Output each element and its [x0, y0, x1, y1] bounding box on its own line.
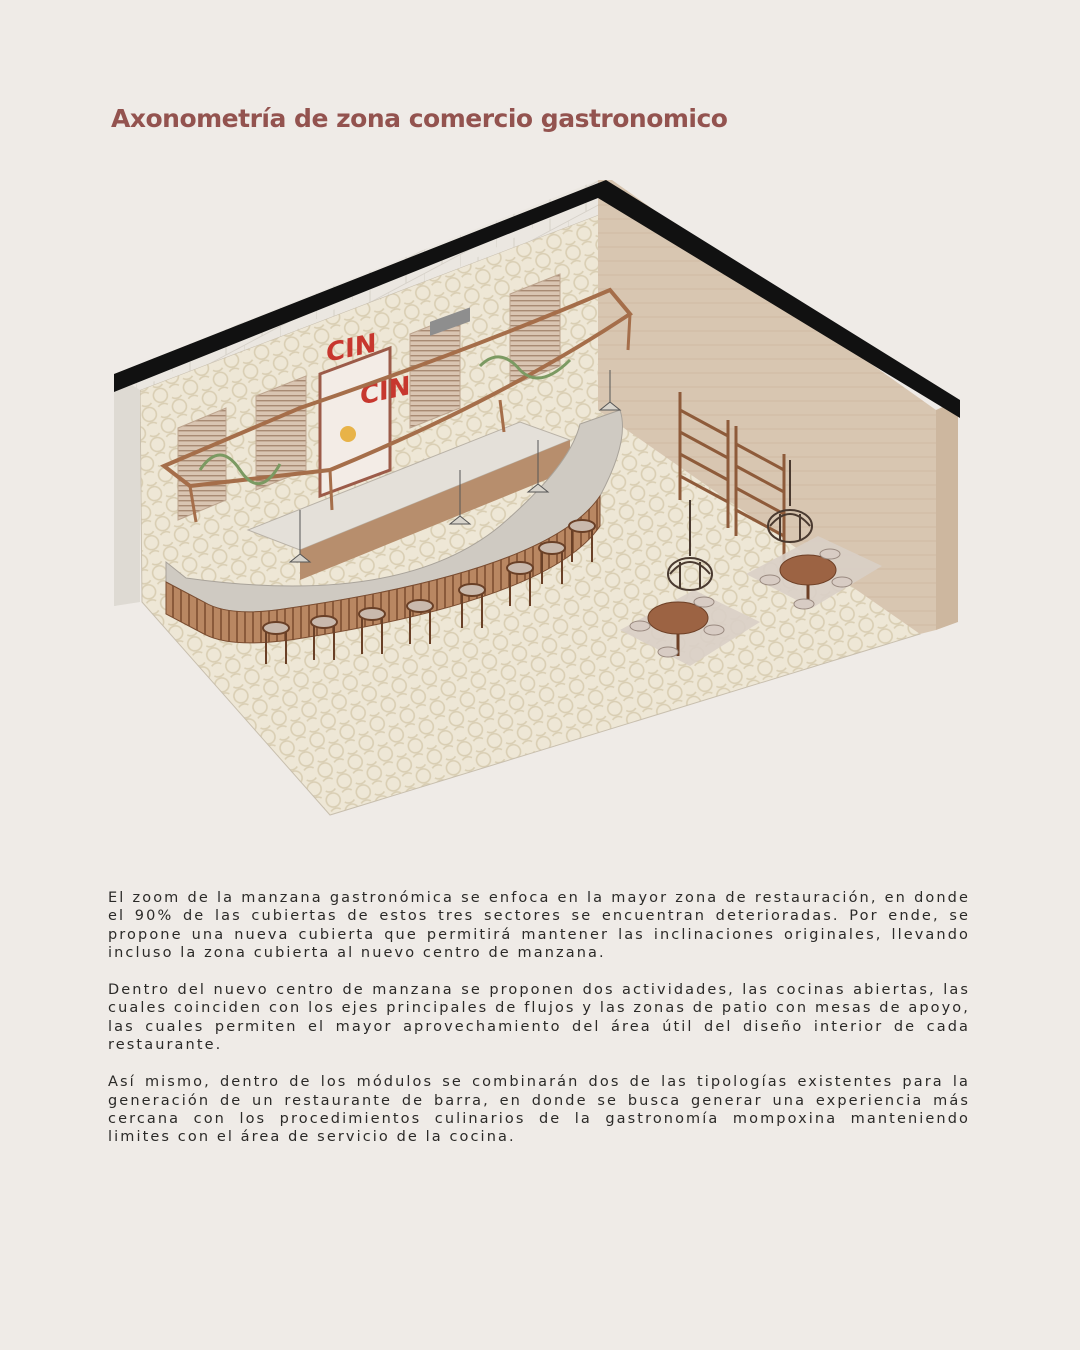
- axonometric-illustration: CIN CIN: [114, 180, 960, 816]
- wall-top-edge: [114, 180, 960, 418]
- dining-table: [759, 548, 853, 610]
- window: [255, 375, 307, 491]
- paragraph: Así mismo, dentro de los módulos se comb…: [108, 1074, 970, 1146]
- bar-stools: [262, 519, 596, 664]
- paragraph: El zoom de la manzana gastronómica se en…: [108, 890, 970, 961]
- back-right-wall: [598, 180, 936, 634]
- description: El zoom de la manzana gastronómica se en…: [108, 889, 970, 1166]
- dining-table: [629, 596, 725, 658]
- paragraph: Dentro del nuevo centro de manzana se pr…: [108, 982, 970, 1054]
- basket-lamp: [667, 460, 813, 591]
- page-title: Axonometría de zona comercio gastronomic…: [111, 104, 728, 133]
- pendant-lights: [288, 370, 622, 563]
- window: [509, 273, 561, 387]
- window: [177, 407, 227, 521]
- wooden-shelves: [678, 392, 786, 564]
- cin-cin-sign: CIN CIN: [318, 328, 410, 499]
- stove: [430, 307, 470, 336]
- back-left-wall: [114, 180, 598, 606]
